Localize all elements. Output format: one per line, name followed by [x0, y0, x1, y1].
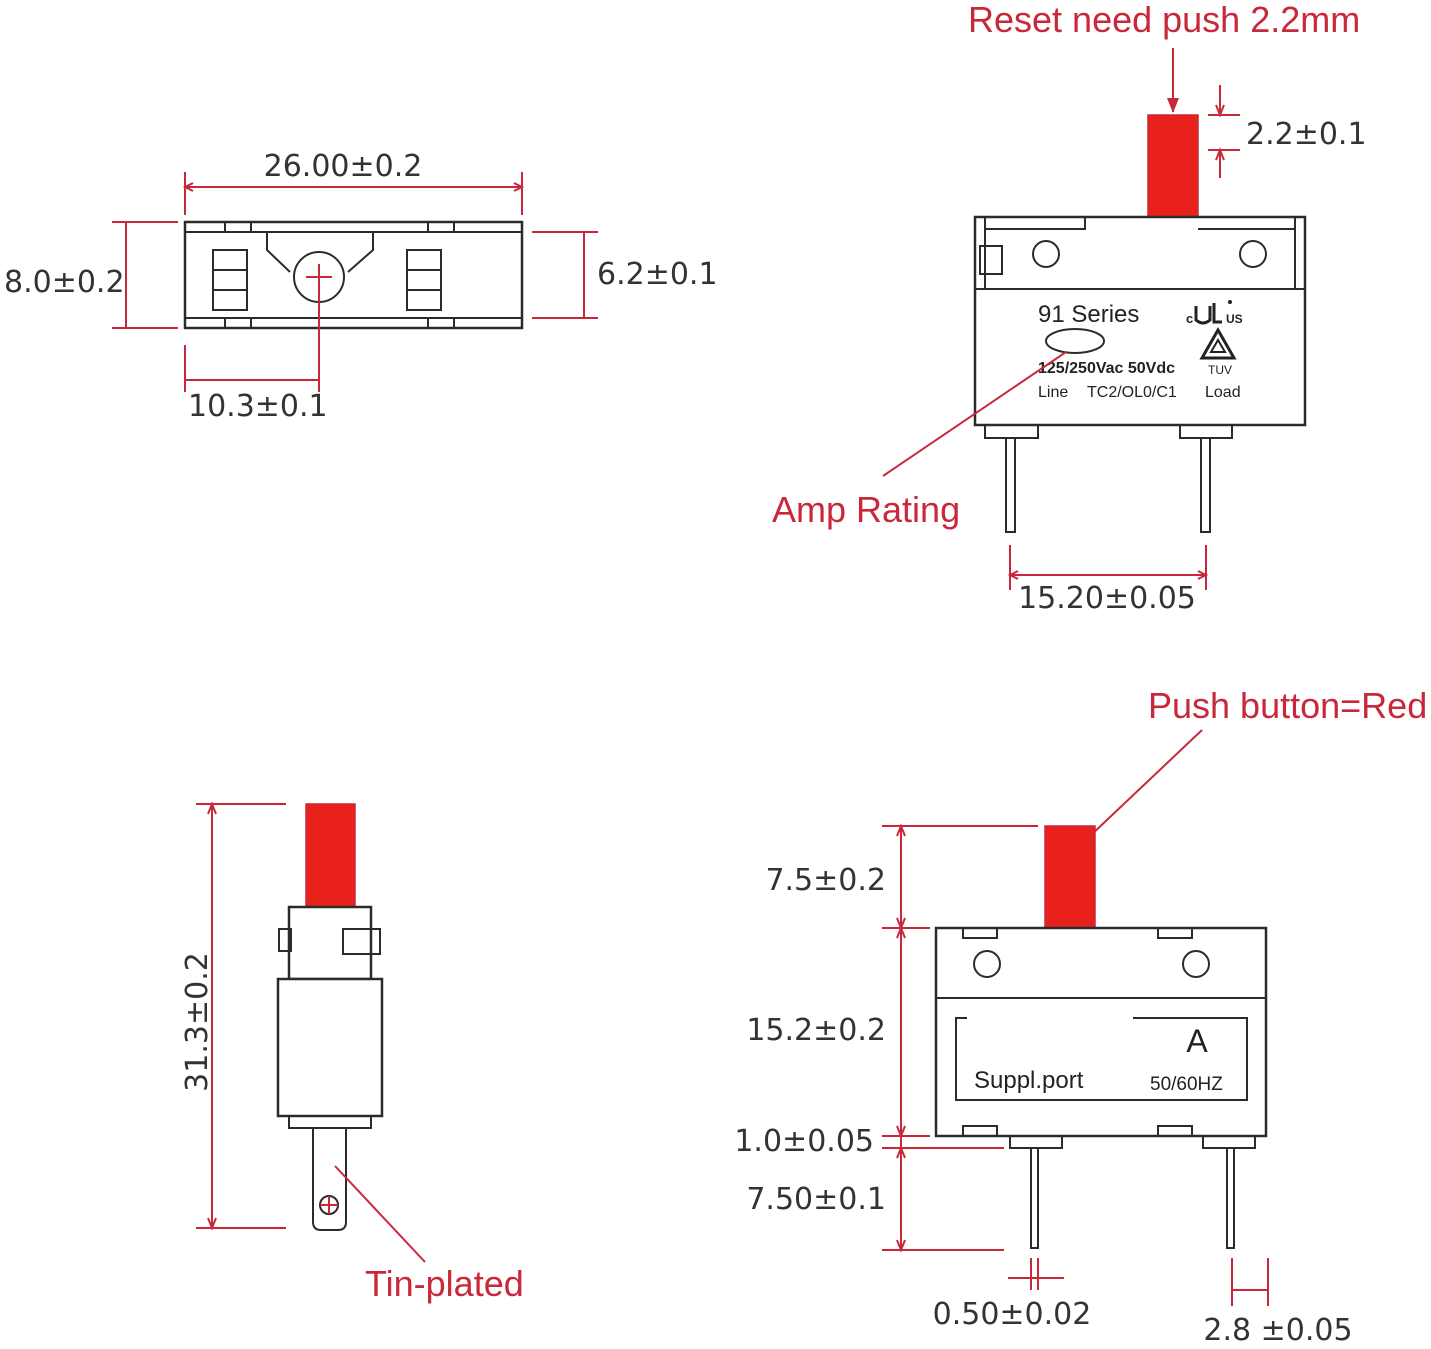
amp-rating-oval [1045, 328, 1105, 354]
reset-button [1147, 114, 1199, 220]
right-slot [406, 249, 442, 311]
pin-length-dimension: 7.50±0.1 [746, 1182, 886, 1217]
pin-right [1226, 1147, 1235, 1249]
voltage-label: 125/250Vac 50Vdc [1038, 360, 1175, 377]
tin-plated-callout: Tin-plated [365, 1263, 524, 1304]
gap-dimension: 1.0±0.05 [734, 1124, 874, 1159]
hole-offset-dimension: 10.3±0.1 [188, 389, 328, 424]
top-view-body [183, 220, 524, 330]
front-view-body [973, 215, 1307, 427]
pin-left [1030, 1147, 1039, 1249]
pin-right [1200, 437, 1211, 533]
width-dimension: 26.00±0.2 [264, 149, 423, 184]
left-slot [212, 249, 248, 311]
height-dimension: 8.0±0.2 [4, 265, 125, 300]
svg-text:TUV: TUV [1208, 363, 1232, 377]
travel-dimension: 2.2±0.1 [1246, 117, 1367, 152]
mount-hole-right [1239, 240, 1267, 268]
series-label: 91 Series [1038, 301, 1139, 328]
pin-pitch-dimension: 15.20±0.05 [1018, 581, 1196, 616]
top-view: 26.00±0.2 8.0±0.2 6.2±0.1 10.3±0.1 [4, 149, 718, 424]
code-label: TC2/OL0/C1 [1087, 384, 1177, 401]
svg-text:c: c [1186, 311, 1193, 326]
supply-label: Suppl.port [974, 1067, 1084, 1094]
side-button [305, 803, 356, 909]
back-view-body [934, 926, 1268, 1138]
amp-rating-callout: Amp Rating [772, 489, 960, 530]
side-lower-body [276, 977, 384, 1118]
label-frame [955, 1017, 1248, 1101]
push-button [1044, 825, 1096, 929]
tuv-triangle-icon: TUV [1199, 326, 1237, 377]
amp-letter: A [1186, 1023, 1208, 1059]
mount-hole-left [1032, 240, 1060, 268]
ul-mark: c US [1186, 300, 1243, 326]
mount-hole-left [973, 950, 1001, 978]
button-height-dimension: 7.5±0.2 [765, 863, 886, 898]
body-height-dimension: 15.2±0.2 [746, 1013, 886, 1048]
total-height-dimension: 31.3±0.2 [180, 952, 215, 1092]
mount-hole-right [1182, 950, 1210, 978]
pin-thickness-dimension: 0.50±0.02 [933, 1297, 1092, 1332]
load-label: Load [1205, 384, 1241, 401]
pin-left [1005, 437, 1016, 533]
freq-label: 50/60HZ [1150, 1074, 1223, 1095]
front-view: 91 Series c US TUV 125/250Vac 50Vdc Line… [772, 0, 1367, 616]
svg-text:US: US [1226, 312, 1243, 326]
side-view: 31.3±0.2 Tin-plated [180, 801, 524, 1304]
side-upper-body [287, 905, 373, 981]
side-terminal [312, 1128, 347, 1231]
push-button-callout: Push button=Red [1148, 685, 1427, 726]
inner-height-dimension: 6.2±0.1 [597, 257, 718, 292]
reset-callout: Reset need push 2.2mm [968, 0, 1360, 40]
pin-width-dimension: 2.8 ±0.05 [1203, 1313, 1352, 1348]
line-label: Line [1038, 384, 1068, 401]
back-view: A Suppl.port 50/60HZ Push button=Red 7.5… [734, 685, 1427, 1348]
